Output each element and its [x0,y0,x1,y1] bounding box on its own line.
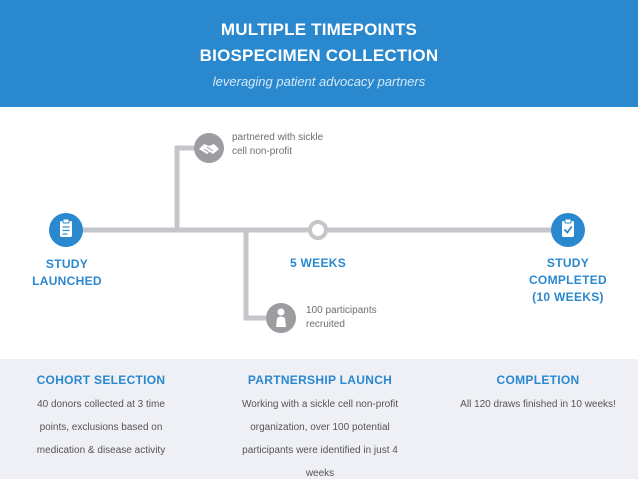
participants-note: 100 participants recruited [306,304,426,332]
study-launched-label: STUDY LAUNCHED [22,256,112,290]
partner-note-line-2: cell non-profit [232,146,293,157]
person-icon [266,303,296,333]
timeline-graphic [49,133,585,333]
cohort-line-3: medication & disease activity [36,445,166,456]
completion-line-1: All 120 draws finished in 10 weeks! [460,399,616,410]
header-banner: MULTIPLE TIMEPOINTS BIOSPECIMEN COLLECTI… [0,0,638,107]
clipboard-icon [49,213,83,247]
completion-heading: COMPLETION [496,373,580,387]
timeline-branch-up [174,145,196,230]
study-completed-label: STUDY COMPLETED (10 WEEKS) [518,255,618,306]
completion-column: COMPLETION All 120 draws finished in 10 … [444,373,632,416]
milestone-ring-icon [308,220,328,240]
study-launched-line-2: LAUNCHED [32,274,102,288]
partnership-line-3: participants were identified in just 4 [242,445,398,456]
handshake-icon [194,133,224,163]
study-completed-line-2: COMPLETED [528,273,608,287]
cohort-selection-text: 40 donors collected at 3 time points, ex… [12,393,190,462]
five-weeks-label: 5 WEEKS [289,256,347,270]
participants-note-line-2: recruited [306,319,345,330]
study-launched-line-1: STUDY [45,257,89,271]
partner-note: partnered with sickle cell non-profit [232,131,372,159]
partnership-launch-column: PARTNERSHIP LAUNCH Working with a sickle… [220,373,420,485]
partnership-line-4: weeks [305,468,335,479]
partnership-launch-text: Working with a sickle cell non-profit or… [220,393,420,485]
study-completed-line-1: STUDY [546,256,590,270]
summary-panel: COHORT SELECTION 40 donors collected at … [0,359,638,479]
title-line-1: MULTIPLE TIMEPOINTS [220,20,418,39]
partnership-line-1: Working with a sickle cell non-profit [242,399,398,410]
cohort-line-2: points, exclusions based on [39,422,163,433]
subtitle: leveraging patient advocacy partners [212,74,426,89]
cohort-selection-column: COHORT SELECTION 40 donors collected at … [12,373,190,462]
timeline-diagram: STUDY LAUNCHED 5 WEEKS STUDY COMPLETED (… [0,107,638,359]
study-completed-line-3: (10 WEEKS) [532,290,604,304]
partner-note-line-1: partnered with sickle [232,132,324,143]
clipboard-check-icon [551,213,585,247]
title-line-2: BIOSPECIMEN COLLECTION [199,46,439,65]
cohort-line-1: 40 donors collected at 3 time [37,399,165,410]
completion-text: All 120 draws finished in 10 weeks! [444,393,632,416]
timeline-branch-down [243,230,266,321]
cohort-selection-heading: COHORT SELECTION [36,373,166,387]
partnership-launch-heading: PARTNERSHIP LAUNCH [247,373,393,387]
participants-note-line-1: 100 participants [306,305,377,316]
partnership-line-2: organization, over 100 potential [250,422,390,433]
